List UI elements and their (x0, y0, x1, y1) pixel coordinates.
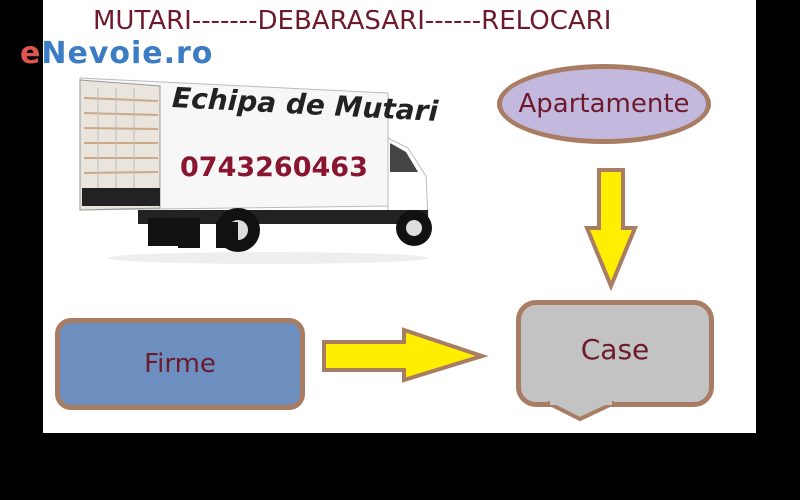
moving-truck-image (79, 77, 432, 264)
headline: MUTARI-------DEBARASARI------RELOCARI (93, 6, 612, 36)
phone-number[interactable]: 0743260463 (180, 152, 368, 183)
node-firme: Firme (55, 318, 305, 410)
node-case: Case (516, 300, 714, 407)
arrow-right-icon (322, 327, 489, 383)
logo-text: Nevoie.ro (41, 36, 214, 71)
arrow-down-icon (584, 168, 638, 292)
enevoie-logo[interactable]: eNevoie.ro (20, 36, 213, 71)
node-apartamente: Apartamente (497, 64, 711, 144)
callout-tail (547, 401, 615, 422)
logo-letter-e: e (20, 36, 42, 71)
